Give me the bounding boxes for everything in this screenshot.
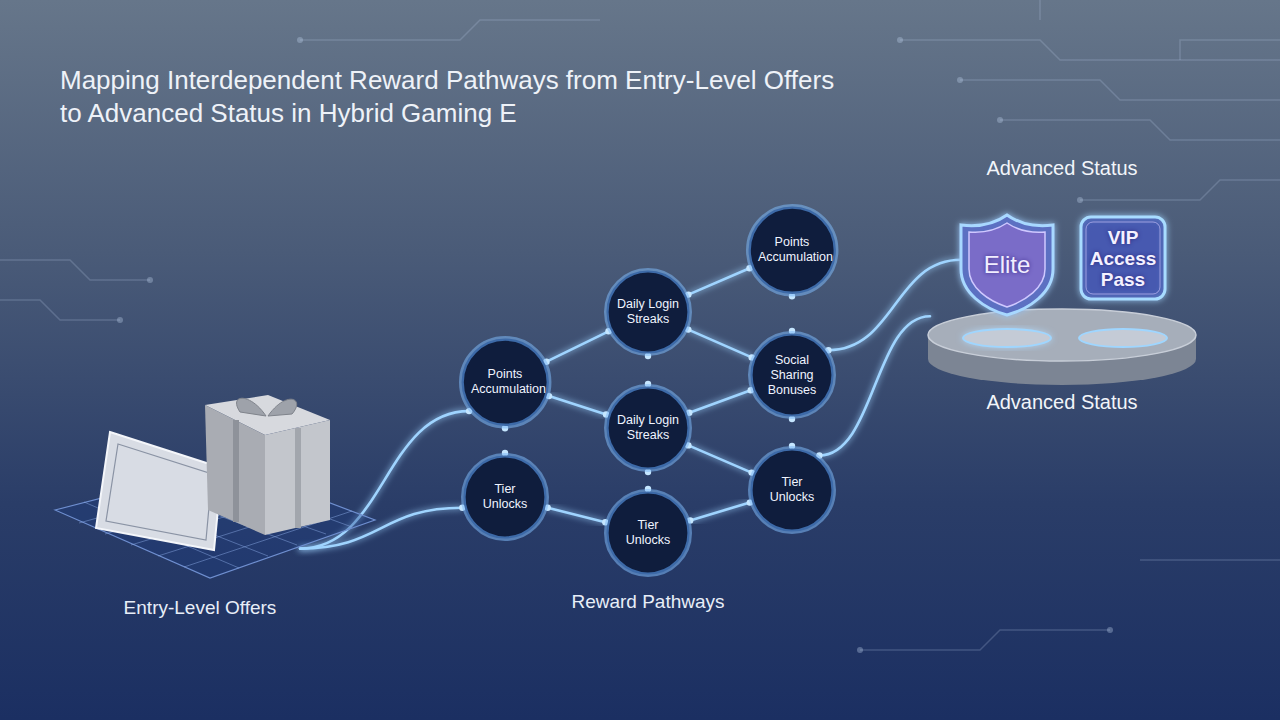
connector-line: [647, 356, 650, 384]
reward-node-circle: Tier Unlocks: [748, 446, 836, 534]
circle-glow: [606, 386, 690, 470]
circle-body: [608, 493, 689, 574]
connector: [686, 387, 754, 416]
circle-glow: [463, 455, 547, 539]
connector-line: [548, 508, 606, 523]
connector-line: [791, 296, 794, 331]
connector-line: [688, 445, 751, 472]
circle-body: [465, 457, 546, 538]
reward-node-circle: Tier Unlocks: [461, 453, 549, 541]
connector-line: [547, 331, 609, 361]
connector-line: [690, 503, 750, 521]
connector: [502, 425, 508, 456]
connector: [645, 469, 651, 492]
circle-body: [608, 272, 689, 353]
connector: [685, 326, 755, 360]
connector: [789, 416, 795, 449]
circle-glow: [606, 491, 690, 575]
connector: [545, 505, 609, 526]
connector: [685, 265, 753, 298]
advanced-status-podium: Advanced StatusAdvanced StatusEliteVIP A…: [930, 155, 1194, 415]
section-label: Reward Pathways: [571, 591, 724, 613]
connector: [543, 328, 611, 365]
reward-node-circle: Points Accumulation: [459, 336, 551, 428]
node-label: Tier Unlocks: [471, 482, 539, 512]
reward-node-circle: Tier Unlocks: [604, 489, 692, 577]
connector: [645, 353, 651, 387]
circle-glow: [750, 333, 834, 417]
reward-node-circle: Daily Login Streaks: [604, 384, 692, 472]
circle-glow: [606, 270, 690, 354]
circle-body: [752, 335, 833, 416]
connector-line: [549, 396, 606, 414]
node-label: Tier Unlocks: [758, 475, 826, 505]
connector: [789, 293, 795, 334]
node-label: Tier Unlocks: [614, 518, 682, 548]
node-label: Daily Login Streaks: [614, 297, 682, 327]
reward-node-circle: Points Accumulation: [746, 204, 838, 296]
circle-body: [608, 388, 689, 469]
card-label: VIP Access Pass: [1083, 227, 1163, 290]
shield-label: Elite: [984, 251, 1031, 279]
connector: [685, 442, 755, 476]
status-heading: Advanced Status: [986, 389, 1137, 415]
connector-line: [504, 428, 507, 453]
circle-glow: [461, 338, 550, 427]
circle-glow: [750, 448, 834, 532]
connector-line: [689, 390, 750, 413]
reward-node-circle: Social Sharing Bonuses: [748, 331, 836, 419]
node-label: Points Accumulation: [758, 235, 826, 265]
entry-caption: Entry-Level Offers: [124, 596, 277, 620]
connector-line: [688, 268, 749, 294]
reward-node-circle: Daily Login Streaks: [604, 268, 692, 356]
connector-line: [791, 419, 794, 446]
connector-line: [688, 330, 751, 358]
connector: [687, 499, 753, 523]
node-label: Social Sharing Bonuses: [758, 353, 826, 398]
vip-pass-card: VIP Access Pass: [1080, 216, 1166, 300]
status-heading: Advanced Status: [986, 155, 1137, 181]
entry-offer-illustration: Entry-Level Offers: [100, 410, 300, 620]
connector: [546, 393, 610, 418]
circle-body: [749, 207, 834, 292]
circle-body: [462, 339, 547, 424]
diagram-title: Mapping Interdependent Reward Pathways f…: [60, 64, 860, 130]
circle-body: [752, 450, 833, 531]
node-label: Points Accumulation: [471, 367, 539, 397]
connector-line: [819, 316, 930, 455]
circle-glow: [748, 206, 837, 295]
elite-shield: Elite: [959, 213, 1055, 317]
node-label: Daily Login Streaks: [614, 413, 682, 443]
gift-and-card: [100, 410, 300, 620]
